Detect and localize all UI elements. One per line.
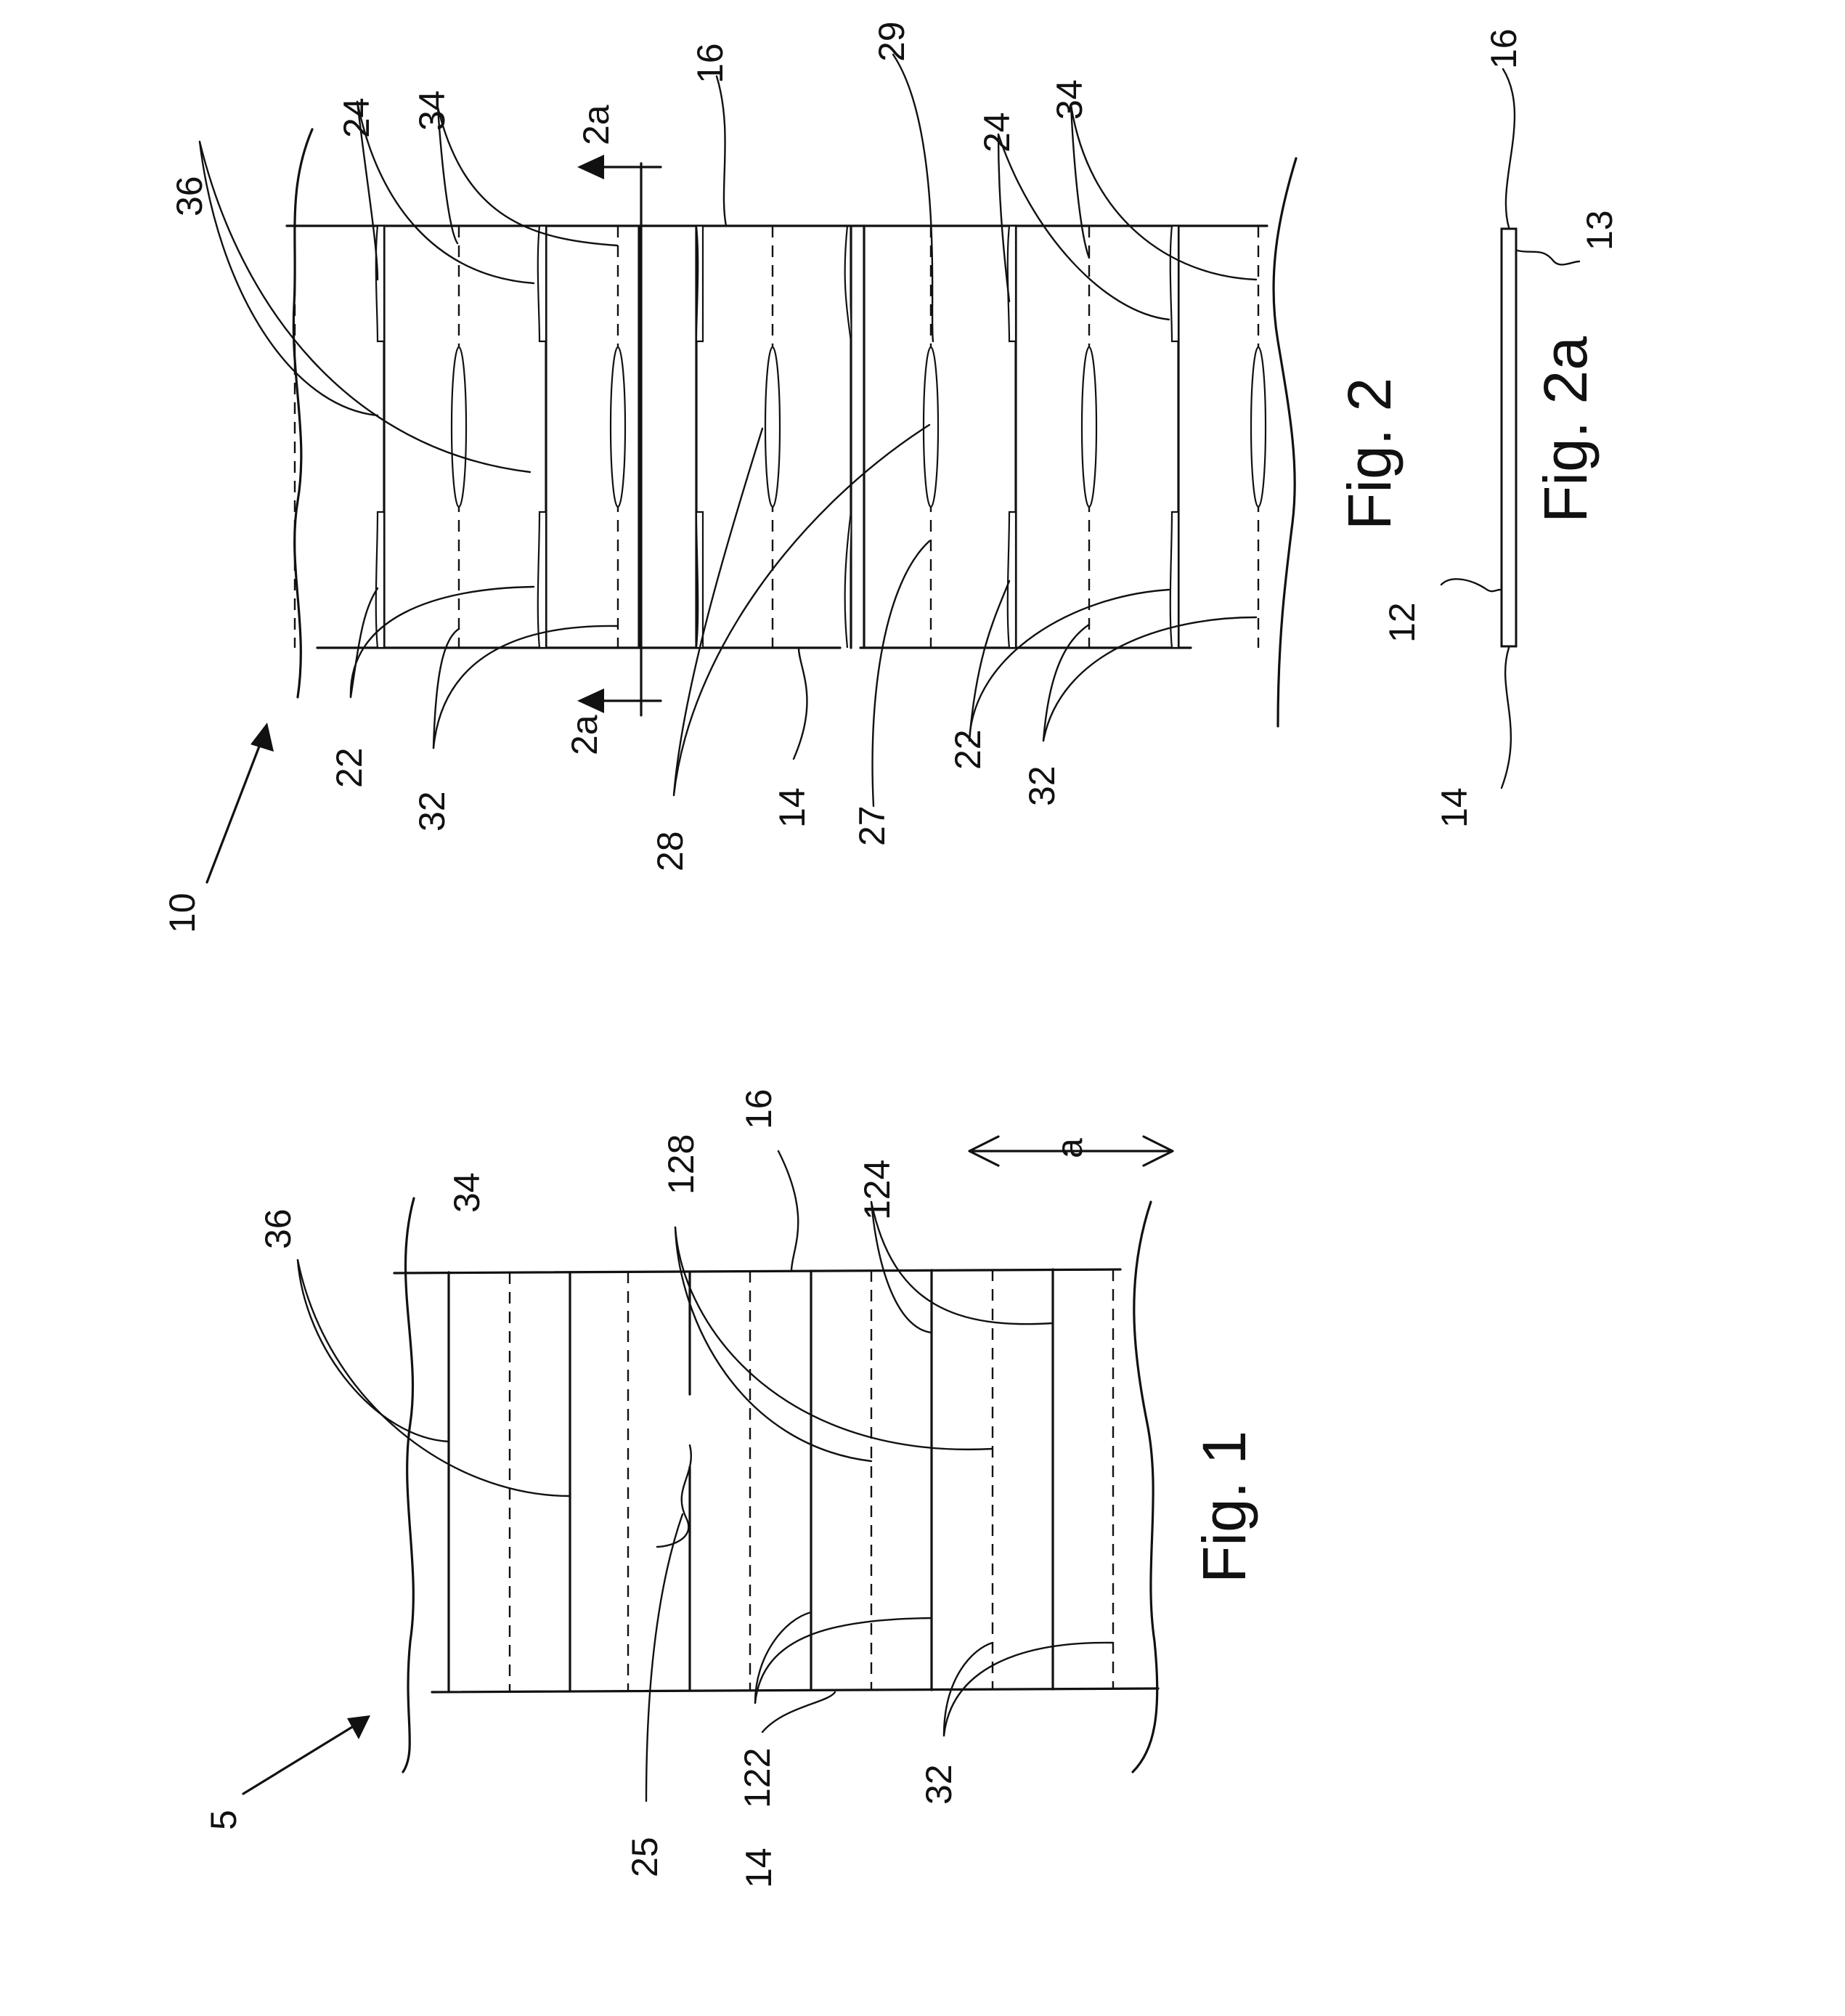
fig2a-leader-13: [1518, 251, 1579, 264]
fig2-transverse-lines: [384, 226, 1178, 648]
fig2-label-22-right: 22: [948, 729, 988, 770]
fig1-label-25: 25: [624, 1837, 665, 1877]
fig2a-leader-12: [1441, 579, 1500, 591]
fig2-label-14: 14: [772, 787, 812, 828]
fig1-tear-left: [403, 1198, 414, 1772]
fig1-label-a: a: [1049, 1138, 1090, 1158]
fig1-pointer-5: [243, 1725, 356, 1794]
fig2-pointer-10: [207, 741, 261, 882]
fig2-tear-left: [293, 129, 312, 697]
fig1-label-122: 122: [737, 1748, 778, 1808]
fig2-label-34-right: 34: [1049, 79, 1090, 120]
fig2-section-arrowhead-top: [577, 155, 604, 179]
fig1-labels: 36 34 128 16 124 a Fig. 1 5 25 14 122 32: [203, 1089, 1258, 1888]
fig2a-sheet-section: [1502, 229, 1516, 646]
fig2-label-36: 36: [169, 176, 210, 216]
fig2-label-27: 27: [852, 805, 892, 846]
fig2-tear-right: [1274, 158, 1296, 726]
fig2-label-22-left: 22: [329, 747, 370, 788]
fig2-label-24-left: 24: [336, 97, 377, 138]
fig2-caption: Fig. 2: [1335, 378, 1404, 530]
fig2a-leader-16: [1503, 69, 1515, 227]
fig1-tear-right: [1133, 1202, 1157, 1772]
fig1-edge-14: [432, 1688, 1158, 1692]
fig2-slits: [376, 226, 1266, 648]
fig2-leaders: [200, 54, 1256, 806]
fig2-pointer-10-head: [251, 723, 274, 752]
fig1-label-14: 14: [738, 1848, 779, 1888]
fig2a-label-13: 13: [1579, 210, 1620, 251]
fig2a-caption: Fig. 2a: [1531, 336, 1600, 523]
fig2-label-34-left: 34: [412, 90, 452, 131]
fig2-label-32-left: 32: [412, 791, 452, 832]
fig2-label-32-right: 32: [1022, 765, 1062, 806]
fig1-label-124: 124: [857, 1160, 897, 1220]
fig1-edge-16: [394, 1269, 1120, 1273]
fig2-label-2a-bottom: 2a: [564, 715, 605, 755]
fig2-label-29: 29: [871, 21, 912, 62]
fig1-label-32: 32: [919, 1764, 959, 1805]
fig2-label-24-right: 24: [977, 112, 1017, 153]
fig1-label-36: 36: [258, 1208, 298, 1249]
fig2a-label-14: 14: [1434, 787, 1475, 828]
fig1-sheet-drawing: [243, 1137, 1173, 1801]
fig2-label-10: 10: [162, 893, 203, 933]
fig2-label-2a-top: 2a: [576, 105, 616, 145]
fig1-caption: Fig. 1: [1190, 1431, 1258, 1583]
fig1-label-16: 16: [738, 1089, 779, 1129]
fig2-section-arrowhead-bottom: [577, 688, 604, 713]
fig2a-leader-14: [1502, 648, 1511, 788]
fig1-label-5: 5: [203, 1810, 244, 1830]
fig1-leaders: [298, 1151, 1113, 1801]
fig1-label-128: 128: [661, 1134, 701, 1195]
fig2-label-28: 28: [650, 831, 691, 871]
fig2-labels: 36 24 34 2a 16 29 24 34 Fig. 2 10 22 32 …: [162, 21, 1404, 933]
fig2a-label-16: 16: [1483, 28, 1524, 69]
fig1-label-34: 34: [447, 1172, 487, 1213]
fig2-label-16: 16: [690, 43, 730, 84]
fig2a-label-12: 12: [1382, 602, 1422, 643]
